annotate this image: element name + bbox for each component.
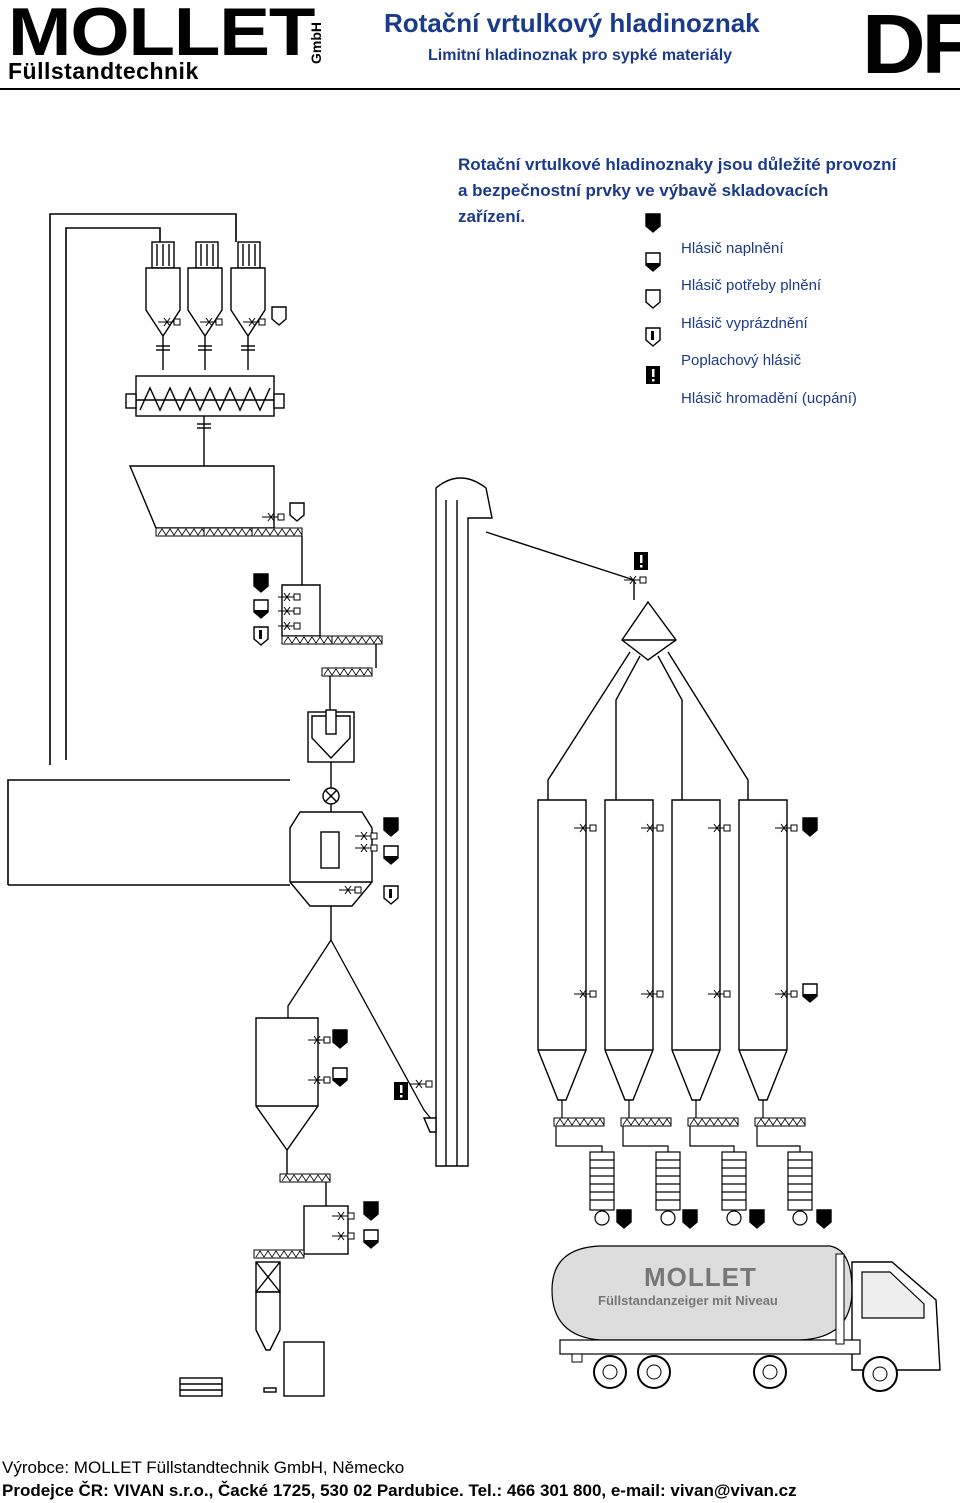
- intro-line-1: Rotační vrtulkové hladinoznaky jsou důle…: [458, 155, 897, 174]
- full-level-icon: [645, 213, 661, 233]
- logo-name: MOLLET: [8, 0, 315, 70]
- legend-label-demand: Hlásič potřeby plnění: [681, 277, 822, 294]
- mixer: [125, 375, 285, 466]
- silos: [537, 799, 788, 1101]
- weigher: [307, 709, 355, 812]
- intro-line-2: a bezpečnostní prvky ve výbavě skladovac…: [458, 181, 829, 200]
- corner-mark: DF: [862, 0, 960, 91]
- central-vessel: [289, 811, 373, 940]
- plant-diagram: [7, 213, 941, 1397]
- intro-text: Rotační vrtulkové hladinoznaky jsou důle…: [458, 152, 958, 230]
- company-logo: MOLLET Füllstandtechnik GmbH: [6, 0, 324, 84]
- loading-units: [553, 1100, 813, 1226]
- demand-level-icon: [645, 252, 661, 272]
- legend-label-full: Hlásič naplnění: [681, 240, 784, 257]
- legend-label-alarm: Poplachový hlásič: [681, 352, 802, 369]
- demand-empty-icon: [645, 289, 661, 309]
- distributor: [547, 600, 749, 800]
- page-title: Rotační vrtulkový hladinoznak: [384, 8, 760, 38]
- lower-left-bin: [255, 1017, 331, 1206]
- alarm-icon: [646, 366, 660, 384]
- footer-dealer: Prodejce ČR: VIVAN s.r.o., Čacké 1725, 5…: [2, 1481, 797, 1500]
- logo-subtitle: Füllstandtechnik: [8, 58, 199, 84]
- page-subtitle: Limitní hladinoznak pro sypké materiály: [428, 47, 733, 64]
- legend-label-blockage: Hlásič hromadění (ucpání): [681, 390, 857, 407]
- truck-slogan: Füllstandanzeiger mit Niveau: [598, 1293, 778, 1308]
- filter-unit: [179, 1205, 349, 1397]
- top-bins: [145, 241, 266, 370]
- transport-lines: [287, 939, 433, 1121]
- truck-brand: MOLLET: [644, 1262, 757, 1292]
- hopper: [128, 465, 303, 585]
- intro-line-3: zařízení.: [458, 207, 526, 226]
- legend-label-empty: Hlásič vyprázdnění: [681, 315, 808, 332]
- empty-level-icon: [645, 327, 661, 347]
- header-divider: [0, 88, 960, 90]
- small-bin: [281, 584, 383, 710]
- footer-maker: Výrobce: MOLLET Füllstandtechnik GmbH, N…: [2, 1458, 405, 1477]
- silo-truck: [551, 1245, 941, 1392]
- pneumatic-lines: [7, 213, 290, 886]
- legend-icons: [645, 213, 661, 384]
- bucket-elevator: [422, 477, 635, 1167]
